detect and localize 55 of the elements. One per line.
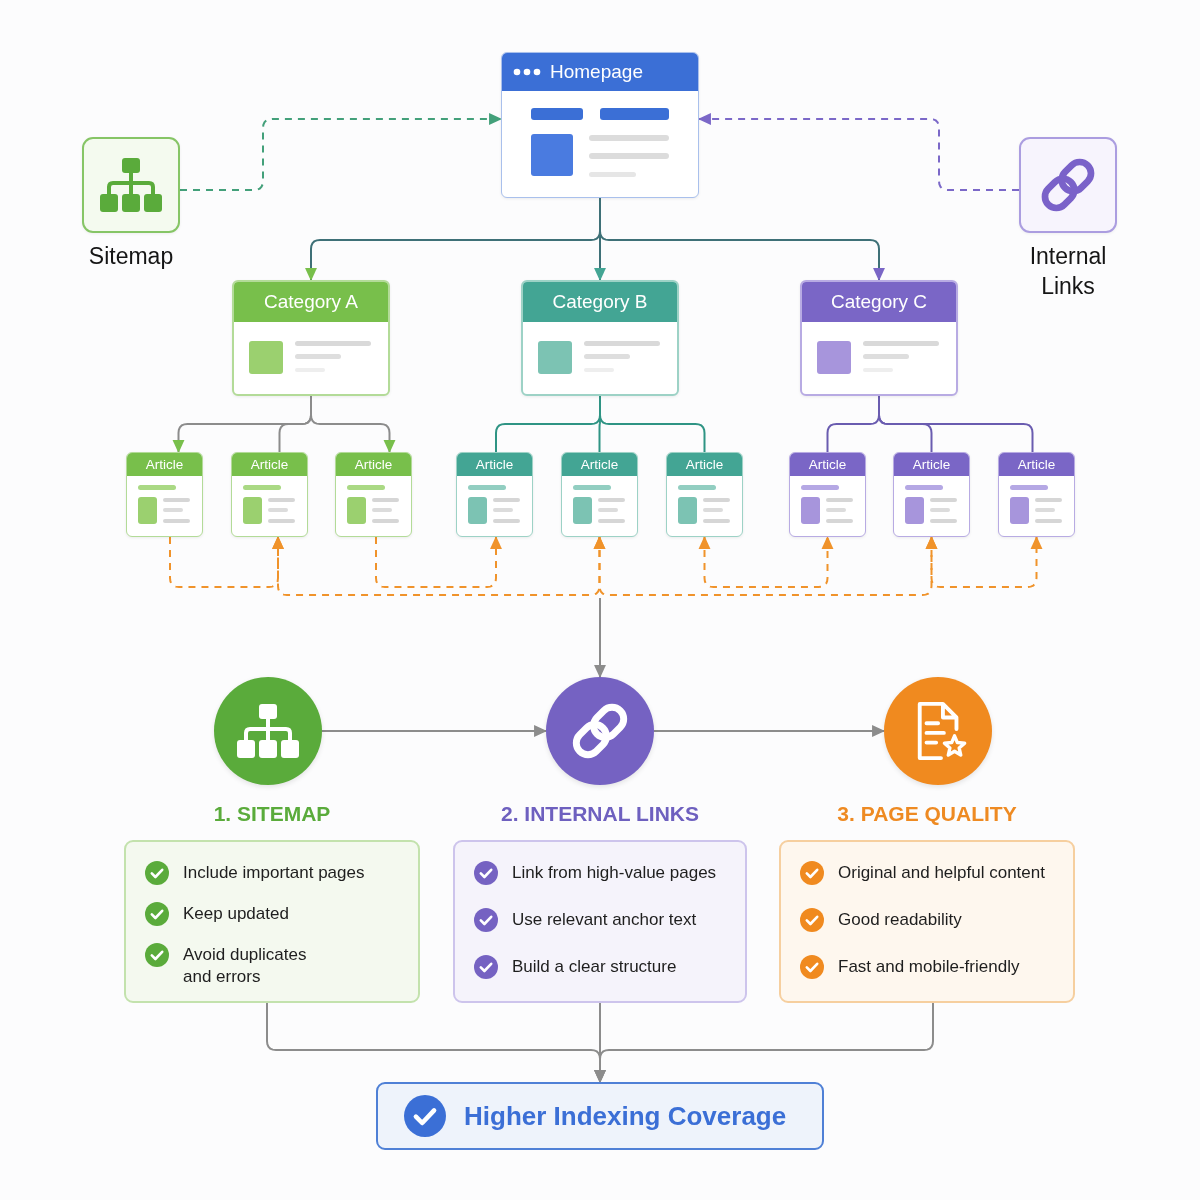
checklist-item: Include important pages xyxy=(183,862,365,884)
arrow xyxy=(594,597,606,679)
article-title: Article xyxy=(894,453,969,476)
category-title: Category C xyxy=(802,282,956,322)
category-card xyxy=(800,280,958,396)
checklist-item: Build a clear structure xyxy=(512,956,677,978)
category-title: Category A xyxy=(234,282,388,322)
checklist-item: Good readability xyxy=(838,909,962,931)
connector-line xyxy=(599,395,706,453)
article-card xyxy=(893,452,970,537)
checklist-item: Original and helpful content xyxy=(838,862,1045,884)
category-title: Category B xyxy=(523,282,677,322)
arrow xyxy=(599,197,885,282)
dashed-arrow xyxy=(179,113,503,191)
article-card xyxy=(335,452,412,537)
checklist-item: Keep updated xyxy=(183,903,289,925)
checklist-item: Link from high-value pages xyxy=(512,862,717,884)
homepage-card xyxy=(501,52,699,198)
article-card xyxy=(231,452,308,537)
dashed-arrow xyxy=(375,535,502,588)
tile-label: Internal Links xyxy=(1028,242,1108,301)
category-card xyxy=(521,280,679,396)
step-heading: 3. PAGE QUALITY xyxy=(836,801,1018,827)
article-card xyxy=(666,452,743,537)
step-heading: 2. INTERNAL LINKS xyxy=(500,801,700,827)
article-card xyxy=(998,452,1075,537)
category-card xyxy=(232,280,390,396)
tile-label: Sitemap xyxy=(87,242,175,271)
article-card xyxy=(126,452,203,537)
article-title: Article xyxy=(667,453,742,476)
article-title: Article xyxy=(562,453,637,476)
article-title: Article xyxy=(457,453,532,476)
arrow xyxy=(310,395,396,454)
article-card xyxy=(789,452,866,537)
article-title: Article xyxy=(790,453,865,476)
checklist-item: Avoid duplicates and errors xyxy=(183,944,308,988)
arrow xyxy=(321,725,548,737)
checklist-item: Use relevant anchor text xyxy=(512,909,697,931)
arrow xyxy=(594,1002,934,1084)
checklist-item: Fast and mobile-friendly xyxy=(838,956,1020,978)
article-title: Article xyxy=(127,453,202,476)
article-title: Article xyxy=(232,453,307,476)
article-title: Article xyxy=(336,453,411,476)
article-title: Article xyxy=(999,453,1074,476)
page-title: Homepage xyxy=(550,61,643,83)
article-card xyxy=(456,452,533,537)
result-box xyxy=(376,1082,824,1150)
step-heading: 1. SITEMAP xyxy=(212,801,332,827)
article-card xyxy=(561,452,638,537)
dashed-arrow xyxy=(698,535,834,588)
connector-line xyxy=(878,395,1034,453)
result-text: Higher Indexing Coverage xyxy=(464,1100,787,1132)
dashed-arrow xyxy=(697,113,1020,191)
dashed-arrow xyxy=(925,535,1043,588)
arrow xyxy=(653,725,886,737)
